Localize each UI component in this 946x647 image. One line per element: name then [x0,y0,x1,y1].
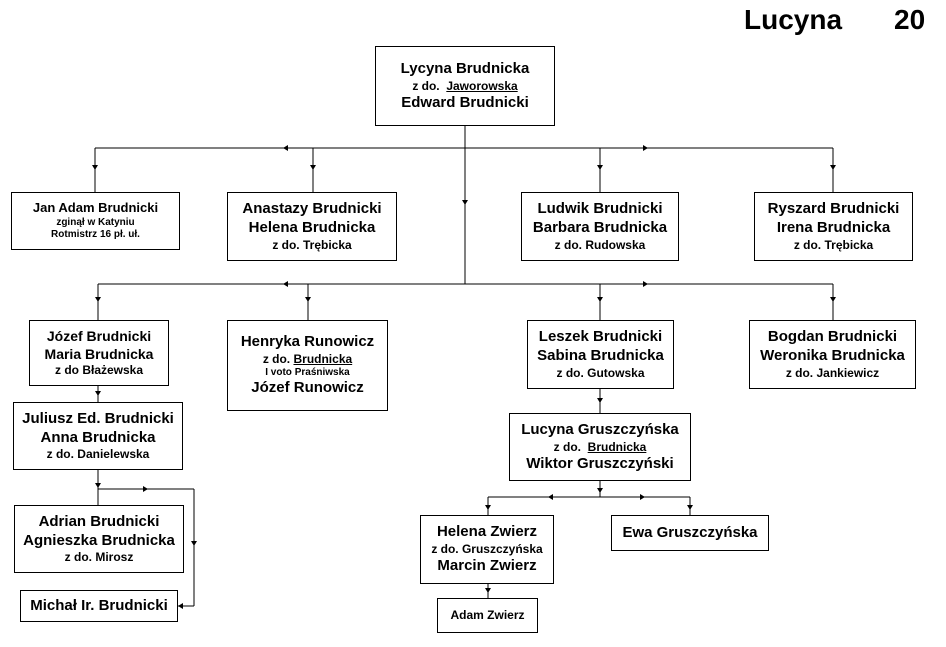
husband-name: Marcin Zwierz [437,557,537,574]
wife-name: Helena Zwierz [436,523,538,541]
couple-box-leszek[interactable]: Leszek Brudnicki Sabina Brudnicka z do. … [527,320,674,389]
arrowhead-31 [191,541,197,546]
wife-name: Sabina Brudnicka [537,347,664,364]
person-rank: Rotmistrz 16 pł. uł. [51,229,140,241]
wife-name: Anna Brudnicka [40,428,156,446]
root-maiden-name: Jaworowska [446,78,518,93]
person-box-ewa[interactable]: Ewa Gruszczyńska [611,515,769,551]
couple-box-ludwik[interactable]: Ludwik Brudnicki Barbara Brudnicka z do.… [521,192,679,261]
couple-box-ryszard[interactable]: Ryszard Brudnicki Irena Brudnicka z do. … [754,192,913,261]
maiden-name: z do. Jankiewicz [785,365,880,380]
maiden-name: z do. Danielewska [46,447,150,462]
couple-box-henryka[interactable]: Henryka Runowicz z do. Brudnicka I voto … [227,320,388,411]
couple-box-lucyna[interactable]: Lucyna Gruszczyńska z do. Brudnicka Wikt… [509,413,691,481]
page-title: Lucyna [744,4,843,35]
arrowhead-3 [283,145,288,151]
arrowhead-35 [597,398,603,403]
arrowhead-33 [178,603,183,609]
arrowhead-15 [643,281,648,287]
arrowhead-44 [687,505,693,510]
maiden-name: z do. Gruszczyńska [431,542,543,556]
maiden-name: Brudnicka [587,439,647,454]
arrowhead-39 [548,494,553,500]
maiden-name: z do Błażewska [54,363,144,377]
arrowhead-42 [485,505,491,510]
wife-name: Helena Brudnicka [248,219,376,236]
husband-name: Juliusz Ed. Brudnicki [22,409,174,427]
person-box-adam[interactable]: Adam Zwierz [437,598,538,633]
husband-name: Józef Runowicz [251,379,364,397]
maiden-name: Brudnicka [293,351,353,366]
root-couple-box[interactable]: Lycyna Brudnicka z do. Jaworowska Edward… [375,46,555,126]
husband-name: Leszek Brudnicki [538,328,663,346]
arrowhead-37 [597,488,603,493]
wife-name: Agnieszka Brudnicka [23,531,175,549]
person-name: Michał Ir. Brudnicki [30,596,168,614]
arrowhead-17 [95,297,101,302]
couple-box-anastazy[interactable]: Anastazy Brudnicki Helena Brudnicka z do… [227,192,397,261]
couple-box-bogdan[interactable]: Bogdan Brudnicki Weronika Brudnicka z do… [749,320,916,389]
maiden-line: z do. Brudnicka [262,351,353,366]
maiden-name: z do. Trębicka [272,237,352,252]
husband-name: Ludwik Brudnicki [537,200,663,218]
person-box-michal[interactable]: Michał Ir. Brudnicki [20,590,178,622]
arrowhead-1 [462,200,468,205]
husband-name: Bogdan Brudnicki [767,328,898,346]
husband-name: Adrian Brudnicki [38,512,160,530]
wife-name: Lucyna Gruszczyńska [521,420,679,438]
root-husband-name: Edward Brudnicki [401,93,529,111]
arrowhead-10 [597,165,603,170]
arrowhead-19 [305,297,311,302]
arrowhead-21 [597,297,603,302]
person-note: zginął w Katyniu [56,216,135,228]
person-name: Ewa Gruszczyńska [622,523,758,541]
wife-name: Irena Brudnicka [776,219,891,236]
maiden-name: z do. Rudowska [554,237,646,252]
arrowhead-6 [92,165,98,170]
arrowhead-46 [485,588,491,593]
arrowhead-12 [830,165,836,170]
wife-name: Weronika Brudnicka [760,347,905,364]
page-number: 20 [894,4,926,35]
husband-name: Józef Brudnicki [46,328,152,344]
arrowhead-25 [95,391,101,396]
wife-name: Henryka Runowicz [240,333,375,350]
person-name: Adam Zwierz [450,608,525,622]
arrowhead-14 [283,281,288,287]
arrowhead-23 [830,297,836,302]
arrowhead-8 [310,165,316,170]
first-marriage-note: I voto Praśniwska [265,366,350,378]
couple-box-adrian[interactable]: Adrian Brudnicki Agnieszka Brudnicka z d… [14,505,184,573]
maiden-line: z do. Brudnicka [553,439,647,454]
wife-name: Barbara Brudnicka [532,219,668,236]
husband-name: Ryszard Brudnicki [767,200,900,218]
maiden-name: z do. Mirosz [64,550,134,565]
arrowhead-27 [95,483,101,488]
maiden-name: z do. Gutowska [556,365,645,380]
couple-box-jozef[interactable]: Józef Brudnicki Maria Brudnicka z do Bła… [29,320,169,386]
arrowhead-29 [143,486,148,492]
maiden-name: z do. Trębicka [793,237,874,252]
wife-name: Maria Brudnicka [44,345,154,362]
husband-name: Wiktor Gruszczyński [526,454,674,472]
husband-name: Anastazy Brudnicki [242,200,382,218]
arrowhead-4 [643,145,648,151]
person-name: Jan Adam Brudnicki [32,200,159,216]
root-maiden-line: z do. Jaworowska [412,78,518,93]
arrowhead-40 [640,494,645,500]
couple-box-helena[interactable]: Helena Zwierz z do. Gruszczyńska Marcin … [420,515,554,584]
couple-box-juliusz[interactable]: Juliusz Ed. Brudnicki Anna Brudnicka z d… [13,402,183,470]
root-wife-name: Lycyna Brudnicka [400,59,530,77]
person-box-jan-adam[interactable]: Jan Adam Brudnicki zginął w Katyniu Rotm… [11,192,180,250]
